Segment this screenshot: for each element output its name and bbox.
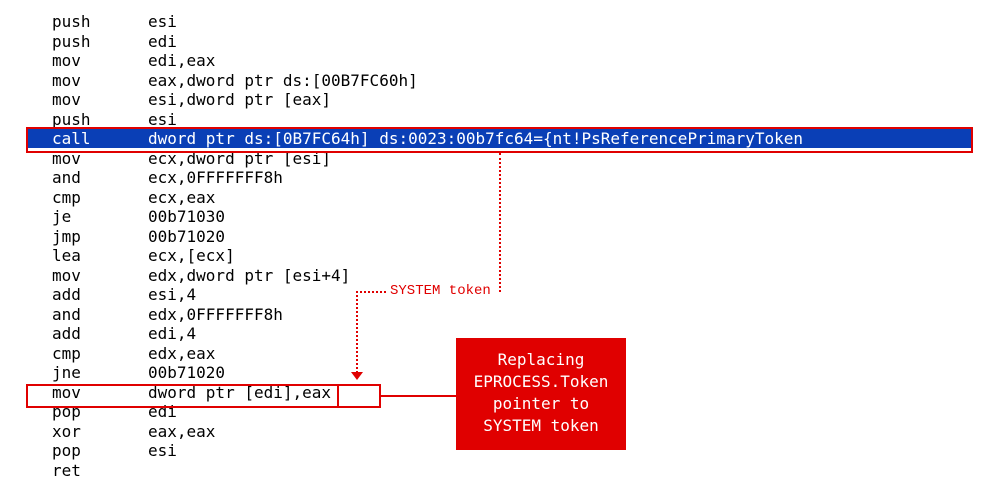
system-token-label: SYSTEM token xyxy=(390,283,491,299)
instruction-operands: eax,eax xyxy=(148,421,216,441)
instruction-operands: edi,4 xyxy=(148,324,197,343)
instruction-row[interactable]: add esi,4 xyxy=(0,285,1000,304)
instruction-row[interactable]: pop esi xyxy=(0,441,1000,460)
instruction-mnemonic: mov xyxy=(52,90,81,109)
instruction-row[interactable]: mov edx,dword ptr [esi+4] xyxy=(0,266,1000,285)
instruction-mnemonic: push xyxy=(52,109,91,129)
instruction-mnemonic: push xyxy=(52,31,91,51)
instruction-row[interactable]: je 00b71030 xyxy=(0,207,1000,226)
instruction-row[interactable]: mov eax,dword ptr ds:[00B7FC60h] xyxy=(0,71,1000,90)
instruction-operands: ecx,[ecx] xyxy=(148,246,235,265)
instruction-operands: ecx,0FFFFFFF8h xyxy=(148,168,283,187)
instruction-row[interactable]: push esi xyxy=(0,12,1000,31)
instruction-row[interactable]: cmp ecx,eax xyxy=(0,188,1000,207)
instruction-operands: edx,dword ptr [esi+4] xyxy=(148,265,351,285)
instruction-mnemonic: mov xyxy=(52,382,81,402)
instruction-operands: edi xyxy=(148,31,177,51)
instruction-operands: esi,4 xyxy=(148,285,197,304)
instruction-operands: ecx,dword ptr [esi] xyxy=(148,148,332,168)
instruction-operands: edi xyxy=(148,402,177,421)
instruction-mnemonic: mov xyxy=(52,265,81,285)
instruction-row[interactable]: mov dword ptr [edi],eax xyxy=(0,383,1000,402)
instruction-row[interactable]: push edi xyxy=(0,32,1000,51)
instruction-operands: esi xyxy=(148,109,177,129)
connector-vertical-to-eax xyxy=(356,291,358,373)
connector-horizontal-label xyxy=(356,291,386,293)
connector-eax-to-callout xyxy=(381,395,456,397)
instruction-mnemonic: cmp xyxy=(52,187,81,207)
instruction-row[interactable]: push esi xyxy=(0,110,1000,129)
instruction-mnemonic: mov xyxy=(52,51,81,70)
selected-instruction-row[interactable]: call dword ptr ds:[0B7FC64h] ds:0023:00b7… xyxy=(0,129,1000,148)
connector-vertical-from-call xyxy=(499,153,501,292)
instruction-row[interactable]: jne 00b71020 xyxy=(0,363,1000,382)
instruction-mnemonic: cmp xyxy=(52,343,81,363)
instruction-row[interactable]: mov ecx,dword ptr [esi] xyxy=(0,149,1000,168)
selection-highlight xyxy=(28,129,971,148)
instruction-mnemonic: ret xyxy=(52,460,81,480)
instruction-mnemonic: call xyxy=(52,129,91,148)
instruction-operands: esi xyxy=(148,441,177,460)
instruction-row[interactable]: lea ecx,[ecx] xyxy=(0,246,1000,265)
instruction-row[interactable]: and ecx,0FFFFFFF8h xyxy=(0,168,1000,187)
instruction-row[interactable]: mov esi,dword ptr [eax] xyxy=(0,90,1000,109)
instruction-operands: eax,dword ptr ds:[00B7FC60h] xyxy=(148,70,418,90)
instruction-operands: esi xyxy=(148,12,177,31)
instruction-operands: ecx,eax xyxy=(148,187,216,207)
instruction-mnemonic: jmp xyxy=(52,226,81,246)
instruction-row[interactable]: ret xyxy=(0,461,1000,480)
instruction-mnemonic: je xyxy=(52,207,72,226)
instruction-mnemonic: lea xyxy=(52,246,81,265)
instruction-operands: 00b71020 xyxy=(148,226,226,246)
instruction-mnemonic: jne xyxy=(52,363,81,382)
instruction-operands: 00b71020 xyxy=(148,363,226,382)
instruction-operands: dword ptr ds:[0B7FC64h] ds:0023:00b7fc64… xyxy=(148,129,804,148)
instruction-mnemonic: and xyxy=(52,168,81,187)
instruction-row[interactable]: mov edi,eax xyxy=(0,51,1000,70)
instruction-row[interactable]: and edx,0FFFFFFF8h xyxy=(0,305,1000,324)
instruction-mnemonic: and xyxy=(52,304,81,324)
instruction-mnemonic: mov xyxy=(52,148,81,168)
instruction-row[interactable]: add edi,4 xyxy=(0,324,1000,343)
instruction-operands: edi,eax xyxy=(148,51,216,70)
instruction-mnemonic: push xyxy=(52,12,91,31)
instruction-mnemonic: xor xyxy=(52,421,81,441)
instruction-row[interactable]: cmp edx,eax xyxy=(0,344,1000,363)
instruction-row[interactable]: jmp 00b71020 xyxy=(0,227,1000,246)
instruction-operands: edx,eax xyxy=(148,343,216,363)
replacing-token-callout: Replacing EPROCESS.Token pointer to SYST… xyxy=(456,338,626,450)
instruction-mnemonic: add xyxy=(52,324,81,343)
instruction-row[interactable]: xor eax,eax xyxy=(0,422,1000,441)
instruction-operands: dword ptr [edi],eax xyxy=(148,382,332,402)
instruction-mnemonic: add xyxy=(52,285,81,304)
instruction-operands: 00b71030 xyxy=(148,207,226,226)
instruction-mnemonic: pop xyxy=(52,402,81,421)
arrow-down-icon xyxy=(351,372,363,380)
instruction-operands: esi,dword ptr [eax] xyxy=(148,90,332,109)
instruction-mnemonic: pop xyxy=(52,441,81,460)
instruction-operands: edx,0FFFFFFF8h xyxy=(148,304,283,324)
instruction-mnemonic: mov xyxy=(52,70,81,90)
